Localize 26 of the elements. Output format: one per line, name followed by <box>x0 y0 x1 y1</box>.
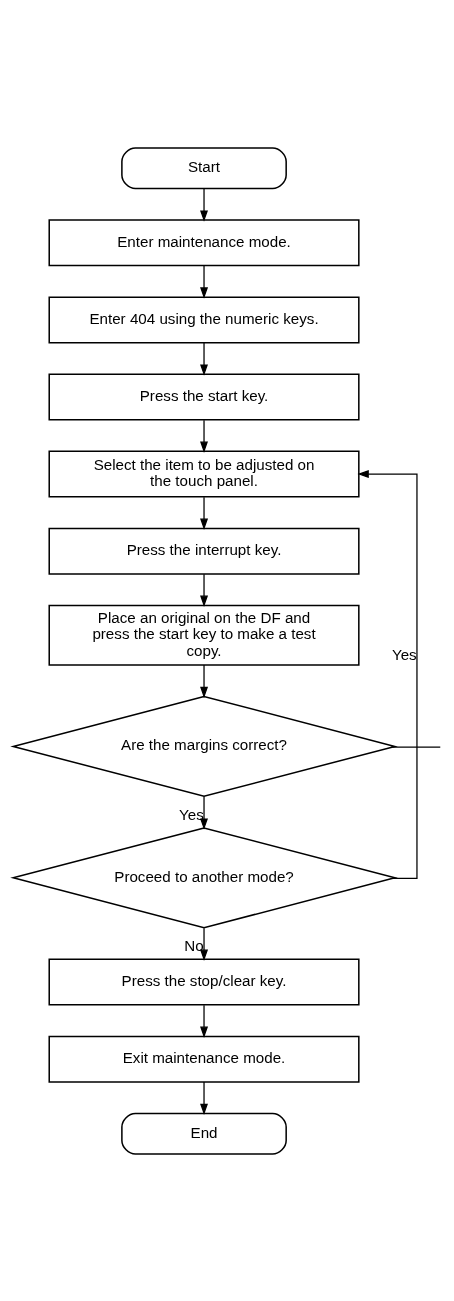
node-diamond: Proceed to another mode? <box>10 826 398 929</box>
arrow <box>200 927 208 961</box>
arrow <box>200 341 208 376</box>
node-box: Press the interrupt key. <box>48 527 360 575</box>
node-box: Place an original on the DF and press the start key to make a test copy. <box>48 604 360 666</box>
arrow <box>200 1080 208 1115</box>
arrow <box>200 419 208 453</box>
arrow <box>200 573 208 607</box>
arrow <box>200 264 208 299</box>
arrow <box>200 187 208 222</box>
connector <box>391 745 441 748</box>
node-box: Enter maintenance mode. <box>48 218 360 266</box>
arrow <box>200 1004 208 1038</box>
node-box: Select the item to be adjusted on the touch panel. <box>48 450 360 498</box>
edge-label: No <box>184 936 204 954</box>
edge-label: Yes <box>391 645 417 663</box>
arrow <box>200 496 208 530</box>
node-box: Press the start key. <box>48 373 360 420</box>
node-box: Enter 404 using the numeric keys. <box>48 295 360 343</box>
node-box: Exit maintenance mode. <box>48 1035 360 1083</box>
arrow <box>200 663 208 698</box>
node-box: Press the stop/clear key. <box>48 958 360 1006</box>
arrow <box>200 795 208 830</box>
node-box: End <box>121 1112 287 1155</box>
arrow <box>357 469 418 879</box>
node-box: Start <box>121 146 287 189</box>
